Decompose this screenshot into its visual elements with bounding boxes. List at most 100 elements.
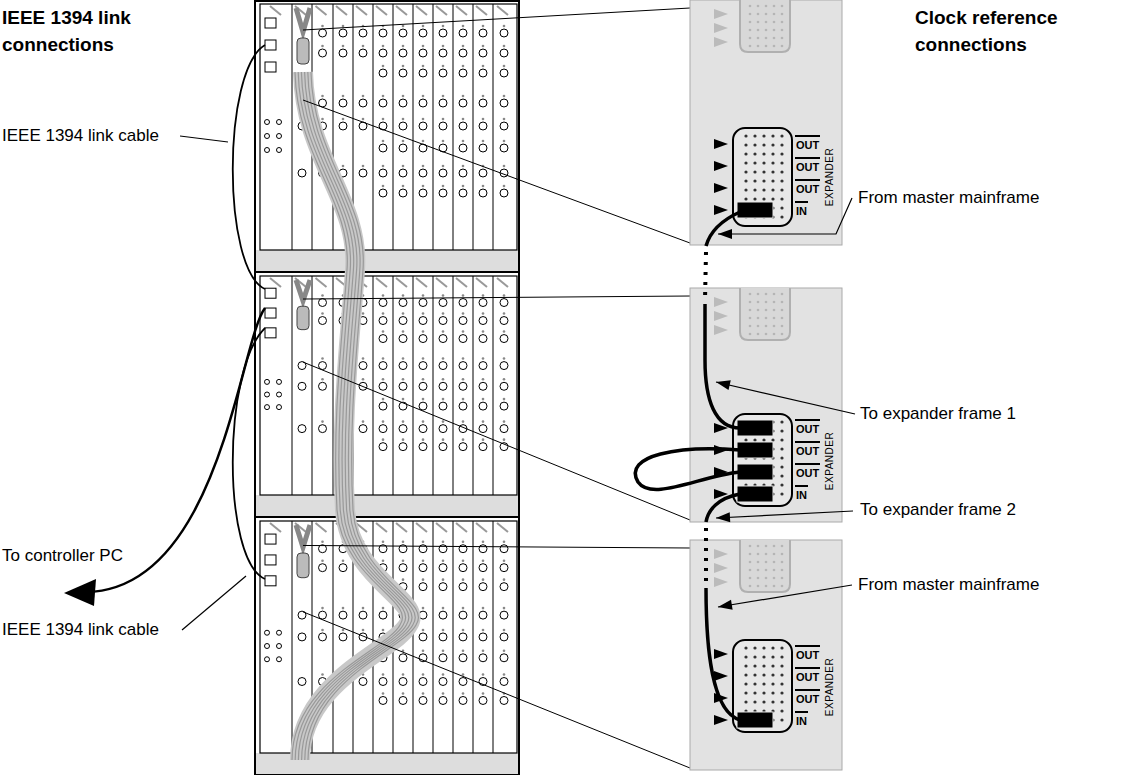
pin <box>780 179 783 182</box>
pin <box>749 301 752 304</box>
led <box>422 692 425 695</box>
ieee1394-port <box>265 18 276 28</box>
pin <box>744 170 747 173</box>
led <box>382 45 385 48</box>
led <box>462 398 465 401</box>
connector-jack <box>500 69 508 77</box>
led <box>342 165 345 168</box>
led <box>422 398 425 401</box>
frame-base <box>256 495 518 516</box>
connector-jack <box>419 402 427 410</box>
connector-jack <box>399 425 407 433</box>
pin <box>780 161 783 164</box>
frame-base <box>256 250 518 271</box>
connector-jack <box>419 317 427 325</box>
led <box>402 540 405 543</box>
connector-jack <box>298 678 306 686</box>
pin <box>773 301 776 304</box>
led <box>382 185 385 188</box>
pin <box>773 21 776 24</box>
pin <box>780 143 783 146</box>
pin <box>753 170 756 173</box>
port-label: OUT <box>795 179 820 197</box>
led <box>482 649 485 652</box>
connector-jack <box>479 69 487 77</box>
led <box>342 45 345 48</box>
pin <box>757 5 760 8</box>
led <box>382 330 385 333</box>
led <box>503 438 506 441</box>
led <box>382 357 385 360</box>
pin <box>781 45 784 48</box>
connector-jack <box>500 583 508 591</box>
led <box>321 45 324 48</box>
destination-label: To controller PC <box>2 545 123 567</box>
pin <box>771 170 774 173</box>
pin <box>780 456 783 459</box>
pin <box>781 585 784 588</box>
connector-jack <box>319 633 327 641</box>
led <box>442 540 445 543</box>
pin <box>780 420 783 423</box>
pin <box>771 197 774 200</box>
cable-continuation <box>705 252 706 300</box>
led <box>362 607 365 610</box>
led <box>402 330 405 333</box>
pin <box>744 664 747 667</box>
pin <box>780 188 783 191</box>
connector-jack <box>479 189 487 197</box>
led <box>362 95 365 98</box>
slot-divider <box>433 4 434 250</box>
pin-marker <box>714 715 728 725</box>
pin <box>749 37 752 40</box>
led <box>482 378 485 381</box>
connector-jack <box>359 29 367 37</box>
pin <box>757 325 760 328</box>
pin <box>781 301 784 304</box>
led <box>382 118 385 121</box>
led <box>422 420 425 423</box>
pin <box>749 309 752 312</box>
pin <box>781 333 784 336</box>
led <box>402 118 405 121</box>
connector-jack <box>500 545 508 553</box>
led <box>482 330 485 333</box>
pin <box>765 293 768 296</box>
module-handle <box>396 278 407 287</box>
pin <box>744 682 747 685</box>
source-label: From master mainframe <box>858 187 1039 209</box>
pin <box>781 309 784 312</box>
connector-jack <box>419 382 427 390</box>
led <box>503 607 506 610</box>
connector-jack <box>459 122 467 130</box>
led <box>422 673 425 676</box>
connector-jack <box>419 299 427 307</box>
connector-jack <box>479 49 487 57</box>
pin <box>771 646 774 649</box>
led <box>442 140 445 143</box>
slot-divider <box>453 4 454 250</box>
pin <box>762 655 765 658</box>
pin <box>753 682 756 685</box>
pin-marker <box>714 161 728 171</box>
pin-marker <box>714 311 728 321</box>
connector-jack <box>479 583 487 591</box>
pin <box>749 317 752 320</box>
connector-jack <box>459 564 467 572</box>
led <box>442 398 445 401</box>
led <box>442 357 445 360</box>
led <box>462 357 465 360</box>
connector-jack <box>379 402 387 410</box>
connector-jack <box>439 335 447 343</box>
slot-divider <box>453 521 454 753</box>
pin <box>744 673 747 676</box>
connector-jack <box>339 611 347 619</box>
destination-label: To expander frame 2 <box>860 499 1016 521</box>
connector-jack <box>439 49 447 57</box>
led <box>503 330 506 333</box>
module-handle <box>356 6 367 15</box>
led <box>462 45 465 48</box>
pin <box>757 21 760 24</box>
led <box>482 607 485 610</box>
